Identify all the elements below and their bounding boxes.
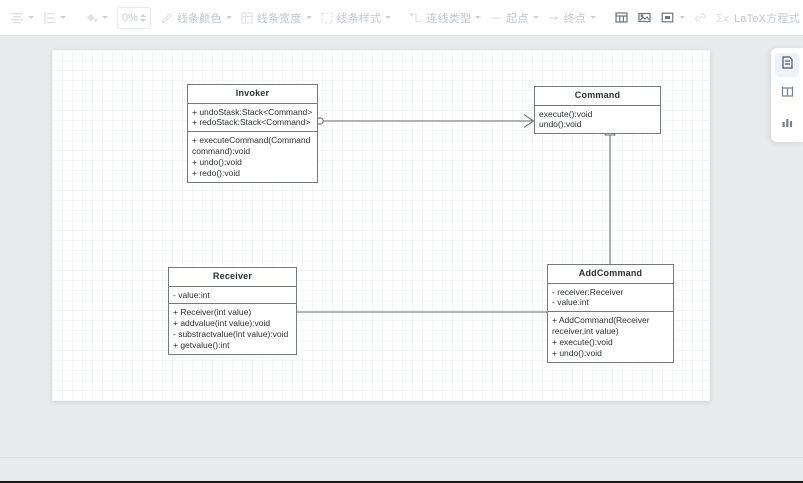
status-bar	[0, 457, 803, 483]
chevron-down-icon	[28, 16, 34, 19]
start-point-button[interactable]: 起点	[485, 6, 542, 30]
class-receiver[interactable]: Receiver - value:int + Receiver(int valu…	[168, 267, 297, 355]
class-addcommand-attributes: - receiver:Receiver - value:int	[548, 284, 673, 312]
insert-link-button[interactable]	[689, 6, 712, 30]
chevron-down-icon	[102, 16, 108, 19]
align-button[interactable]	[6, 6, 38, 30]
attribute: + redoStack:Stack<Command>	[192, 117, 311, 128]
latex-equation-label: LaTeX方程式	[733, 12, 800, 25]
fill-bucket-icon	[84, 11, 98, 25]
line-start-icon	[489, 11, 503, 25]
align-icon	[10, 11, 24, 25]
class-invoker-attributes: + undoStask:Stack<Command> + redoStack:S…	[188, 104, 317, 132]
method: + executeCommand(Command command):void	[192, 135, 313, 157]
class-command-methods: execute():void undo():void	[535, 106, 660, 134]
class-command[interactable]: Command execute():void undo():void	[534, 86, 661, 135]
attribute: - value:int	[173, 289, 210, 300]
method: + undo():void	[192, 157, 242, 168]
chevron-down-icon	[305, 16, 312, 19]
line-width-label: 线条宽度	[256, 12, 302, 25]
line-color-label: 线条颜色	[176, 12, 222, 25]
link-icon	[693, 10, 708, 25]
chevron-down-icon	[60, 16, 66, 19]
insert-media-button[interactable]	[656, 6, 689, 30]
right-side-panel	[771, 48, 803, 142]
method: + AddCommand(Receiver receiver,int value…	[552, 315, 652, 337]
opacity-input[interactable]: 0%	[117, 6, 151, 29]
class-addcommand-methods: + AddCommand(Receiver receiver,int value…	[548, 311, 673, 362]
arrow-end-icon	[547, 11, 561, 25]
chevron-down-icon	[589, 16, 596, 19]
method: + undo():void	[552, 347, 602, 358]
attribute: - value:int	[552, 297, 589, 308]
method: + addvalue(int value):void	[173, 318, 271, 329]
layers-icon	[780, 85, 795, 105]
edge-addcommand-command[interactable]	[604, 122, 616, 274]
table-icon	[614, 10, 629, 25]
document-icon	[780, 55, 795, 75]
method: execute():void	[539, 108, 593, 119]
class-receiver-attributes: - value:int	[169, 287, 296, 304]
method: + execute():void	[552, 337, 613, 348]
line-height-icon	[42, 11, 56, 25]
class-receiver-methods: + Receiver(int value) + addvalue(int val…	[169, 303, 296, 354]
line-style-label: 线条样式	[336, 12, 382, 25]
diagram-canvas[interactable]: Invoker + undoStask:Stack<Command> + red…	[52, 50, 710, 401]
edge-invoker-command[interactable]	[316, 114, 535, 128]
sigma-icon: Σx	[716, 11, 731, 25]
end-point-button[interactable]: 终点	[543, 6, 600, 30]
connector-type-button[interactable]: 连线类型	[405, 6, 485, 30]
insert-table-button[interactable]	[610, 6, 633, 30]
opacity-value: 0%	[122, 11, 138, 24]
class-invoker-methods: + executeCommand(Command command):void +…	[188, 131, 317, 182]
grid-icon	[240, 11, 254, 25]
start-point-label: 起点	[506, 12, 529, 25]
panel-chart-button[interactable]	[775, 113, 799, 137]
method: + getvalue():int	[173, 340, 230, 351]
connector-icon	[409, 11, 423, 25]
chevron-down-icon	[532, 16, 539, 19]
chart-icon	[780, 115, 795, 135]
method: + redo():void	[192, 167, 240, 178]
class-invoker[interactable]: Invoker + undoStask:Stack<Command> + red…	[187, 84, 318, 183]
class-receiver-title: Receiver	[169, 268, 296, 287]
connector-type-label: 连线类型	[426, 12, 472, 25]
media-icon	[660, 10, 675, 25]
toolbar: 0% 线条颜色 线条宽度	[0, 0, 803, 36]
opacity-stepper[interactable]	[139, 13, 146, 22]
fill-color-button[interactable]	[80, 6, 112, 30]
class-command-title: Command	[535, 87, 660, 106]
chevron-down-icon	[385, 16, 392, 19]
end-point-label: 终点	[563, 12, 586, 25]
line-height-button[interactable]	[38, 6, 70, 30]
latex-equation-button[interactable]: Σx LaTeX方程式	[712, 6, 803, 30]
attribute: + undoStask:Stack<Command>	[192, 106, 313, 117]
insert-image-button[interactable]	[633, 6, 656, 30]
class-invoker-title: Invoker	[188, 85, 317, 104]
panel-outline-button[interactable]	[775, 53, 799, 77]
pencil-icon	[160, 11, 174, 25]
dashed-square-icon	[320, 11, 334, 25]
method: + Receiver(int value)	[173, 307, 252, 318]
canvas-grid	[52, 50, 710, 401]
chevron-down-icon	[475, 16, 482, 19]
attribute: - receiver:Receiver	[552, 286, 624, 297]
method: - substractvalue(int value):void	[173, 329, 289, 340]
method: undo():void	[539, 119, 582, 130]
window-bottom-edge	[0, 481, 803, 483]
chevron-down-icon	[678, 16, 685, 19]
svg-text:Σx: Σx	[716, 12, 730, 25]
panel-layers-button[interactable]	[775, 83, 799, 107]
line-style-button[interactable]: 线条样式	[316, 6, 396, 30]
line-color-button[interactable]: 线条颜色	[156, 6, 236, 30]
chevron-down-icon	[225, 16, 232, 19]
line-width-button[interactable]: 线条宽度	[236, 6, 316, 30]
image-icon	[637, 10, 652, 25]
class-addcommand-title: AddCommand	[548, 265, 673, 284]
class-addcommand[interactable]: AddCommand - receiver:Receiver - value:i…	[547, 264, 674, 363]
